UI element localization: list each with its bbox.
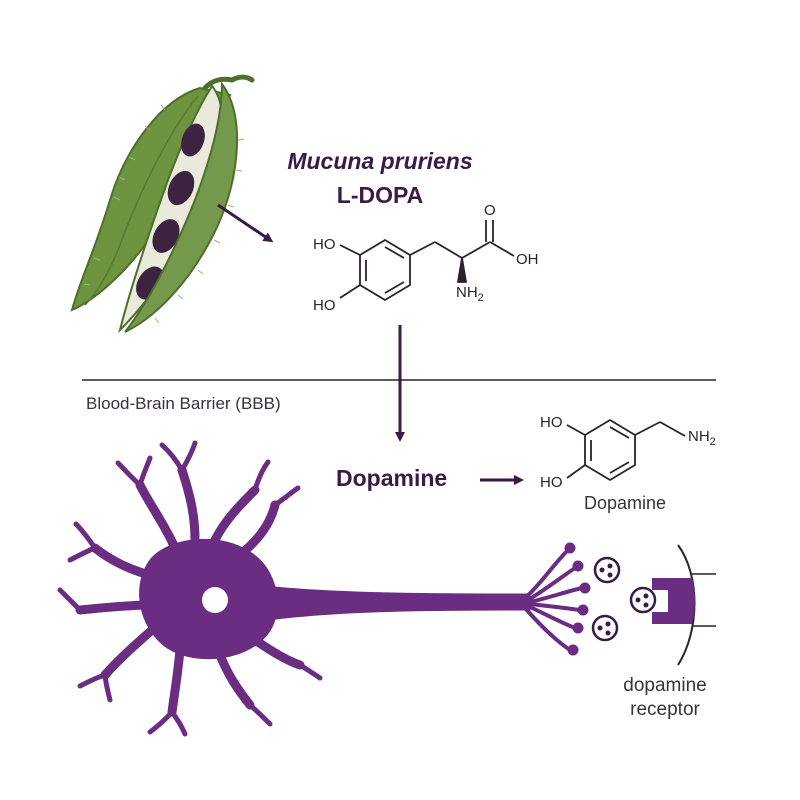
ldopa-ho-top-label: HO <box>313 236 336 253</box>
vesicle-icon <box>591 614 619 642</box>
dopamine-vesicles <box>591 556 657 642</box>
receptor-label: dopamine receptor <box>623 675 707 720</box>
ldopa-oh-label: OH <box>516 251 539 268</box>
ldopa-carbonyl-o-label: O <box>484 202 496 219</box>
dopamine-ho-top-label: HO <box>540 414 563 431</box>
dopamine-structure <box>566 418 686 482</box>
vesicle-icon <box>629 586 657 614</box>
dopamine-product-label: Dopamine <box>336 465 448 491</box>
ldopa-structure <box>339 220 515 302</box>
species-title: Mucuna pruriens <box>287 148 473 174</box>
bbb-label: Blood-Brain Barrier (BBB) <box>86 394 281 413</box>
dopamine-nh2-label: NH2 <box>688 428 716 448</box>
vesicle-icon <box>593 556 621 584</box>
neuron-icon <box>57 440 591 737</box>
ldopa-ho-bottom-label: HO <box>313 297 336 314</box>
compound-title: L-DOPA <box>336 182 424 208</box>
mucuna-pod-icon <box>70 74 255 334</box>
dopamine-ho-bottom-label: HO <box>540 474 563 491</box>
dopamine-receptor-icon <box>652 544 716 666</box>
ldopa-nh2-label: NH2 <box>456 284 484 304</box>
arrow-to-ldopa <box>217 203 274 243</box>
dopamine-structure-caption: Dopamine <box>584 493 667 513</box>
